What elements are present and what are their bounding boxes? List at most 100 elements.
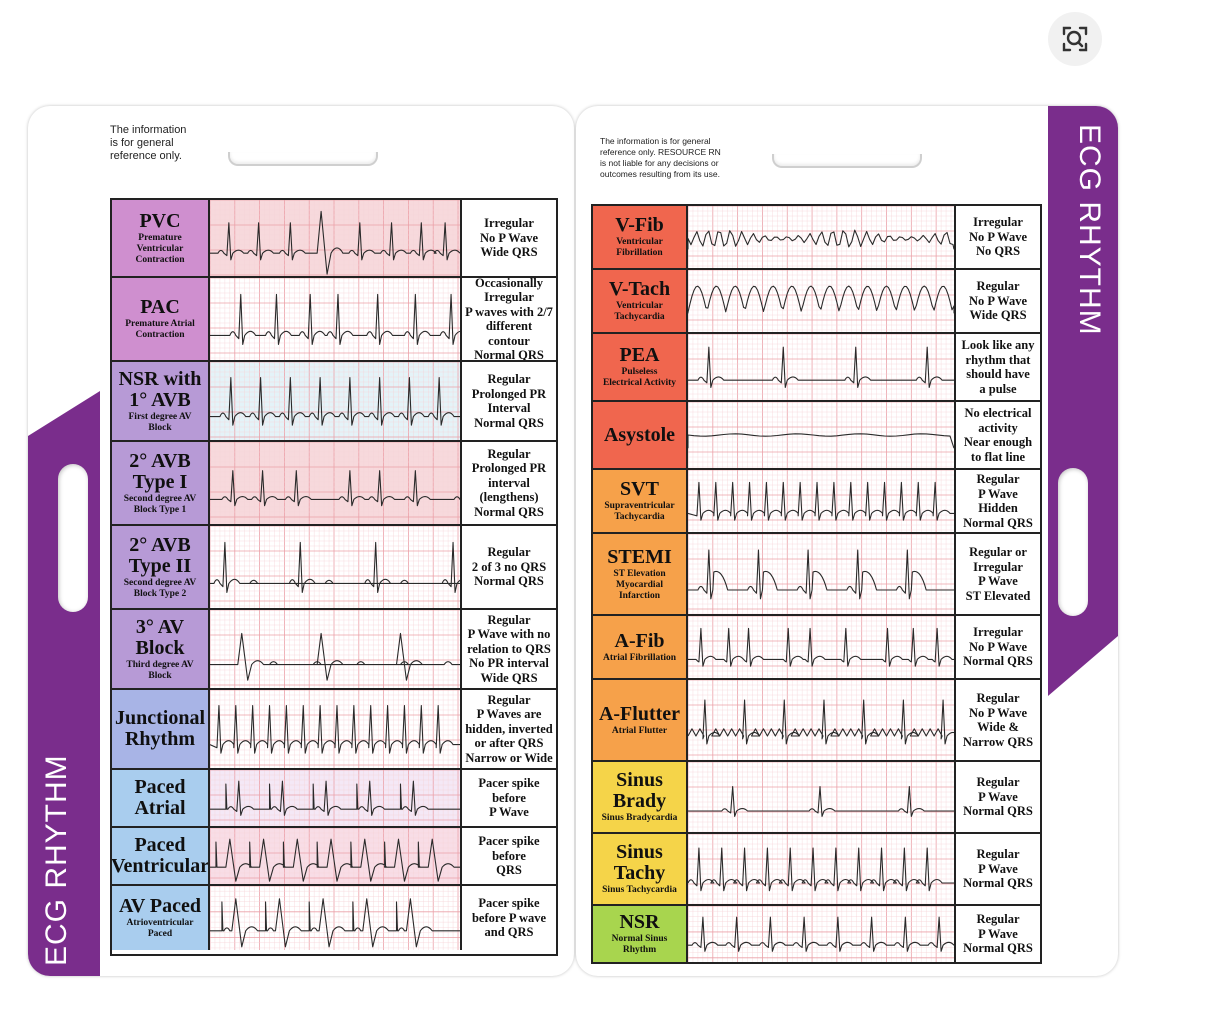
rhythm-name-cell: Paced Ventricular bbox=[112, 828, 210, 884]
rhythm-name: Sinus Tachy bbox=[613, 841, 666, 884]
ecg-trace bbox=[210, 632, 460, 681]
ecg-waveform bbox=[688, 534, 954, 614]
ecg-waveform bbox=[210, 828, 460, 884]
ecg-waveform bbox=[688, 834, 954, 904]
rhythm-description: Look like any rhythm that should have a … bbox=[961, 338, 1035, 396]
grid-background bbox=[210, 278, 460, 360]
ecg-trace bbox=[210, 293, 460, 345]
rhythm-description: Occasionally Irregular P waves with 2/7 … bbox=[465, 278, 553, 360]
ecg-strip bbox=[688, 470, 956, 532]
ecg-trace bbox=[210, 470, 460, 507]
ecg-trace bbox=[210, 377, 460, 426]
rhythm-name-cell: Asystole bbox=[593, 402, 688, 468]
ecg-trace bbox=[688, 481, 954, 521]
rhythm-name: 2° AVB Type I bbox=[129, 449, 191, 493]
ecg-strip bbox=[210, 770, 462, 826]
rhythm-description: Regular P Wave Normal QRS bbox=[963, 912, 1033, 956]
ecg-trace bbox=[688, 285, 954, 314]
rhythm-description: Regular or Irregular P Wave ST Elevated bbox=[965, 545, 1031, 603]
ecg-strip bbox=[210, 610, 462, 688]
grid-background bbox=[210, 828, 460, 884]
disclaimer-text: The information is for general reference… bbox=[110, 124, 187, 162]
ecg-card-left: ECG RHYTHM The information is for genera… bbox=[28, 106, 574, 976]
rhythm-full-name: Premature Ventricular Contraction bbox=[135, 232, 185, 265]
rhythm-description: Pacer spike before P Wave bbox=[478, 776, 540, 820]
ecg-waveform bbox=[210, 200, 460, 276]
rhythm-description: Regular P Wave Normal QRS bbox=[963, 847, 1033, 891]
ecg-strip bbox=[688, 334, 956, 400]
punch-slot bbox=[772, 154, 922, 168]
ecg-trace bbox=[210, 780, 460, 816]
disclaimer-text: The information is for general reference… bbox=[600, 136, 721, 179]
rhythm-full-name: Second degree AV Block Type 2 bbox=[123, 577, 197, 599]
ecg-trace bbox=[688, 699, 954, 745]
rhythm-full-name: Sinus Tachycardia bbox=[602, 885, 677, 895]
ecg-strip bbox=[210, 886, 462, 950]
rhythm-name-cell: Junctional Rhythm bbox=[112, 690, 210, 768]
rhythm-name: 2° AVB Type II bbox=[128, 533, 192, 577]
rhythm-description: Irregular No P Wave No QRS bbox=[968, 215, 1028, 259]
grid-background bbox=[688, 906, 954, 962]
rhythm-full-name: Supraventricular Tachycardia bbox=[604, 501, 675, 522]
rhythm-name: Junctional Rhythm bbox=[114, 707, 206, 750]
rhythm-name: NSR with 1° AVB bbox=[118, 367, 202, 411]
ecg-trace bbox=[688, 627, 954, 667]
grid-background bbox=[210, 770, 460, 826]
ecg-waveform bbox=[688, 906, 954, 962]
ecg-strip bbox=[688, 906, 956, 962]
stripe-title: ECG RHYTHM bbox=[1073, 124, 1106, 336]
rhythm-name: Asystole bbox=[603, 423, 676, 446]
rhythm-description: Regular No P Wave Wide QRS bbox=[968, 279, 1028, 323]
ecg-waveform bbox=[688, 680, 954, 760]
rhythm-name: NSR bbox=[619, 911, 660, 933]
ecg-trace bbox=[688, 549, 954, 600]
rhythm-full-name: Ventricular Fibrillation bbox=[616, 237, 663, 258]
grid-background bbox=[688, 270, 954, 332]
ecg-trace bbox=[688, 785, 954, 817]
ecg-trace bbox=[688, 346, 954, 389]
grid-background bbox=[688, 470, 954, 532]
visual-search-button[interactable] bbox=[1048, 12, 1102, 66]
rhythm-full-name: Second degree AV Block Type 1 bbox=[123, 493, 197, 515]
grid-background bbox=[688, 616, 954, 678]
grid-background bbox=[210, 886, 460, 950]
ecg-waveform bbox=[688, 270, 954, 332]
rhythm-name: AV Paced bbox=[118, 895, 202, 917]
rhythm-name: 3° AV Block bbox=[135, 615, 185, 659]
rhythm-description: Regular P Waves are hidden, inverted or … bbox=[465, 692, 553, 765]
rhythm-description: Regular P Wave with no relation to QRS N… bbox=[467, 612, 551, 685]
ecg-trace bbox=[210, 898, 460, 948]
rhythm-name: PVC bbox=[139, 209, 181, 232]
ecg-waveform bbox=[210, 526, 460, 608]
ecg-waveform bbox=[210, 690, 460, 768]
lanyard-slot bbox=[1058, 468, 1088, 616]
ecg-strip bbox=[688, 834, 956, 904]
ecg-strip bbox=[688, 206, 956, 268]
ecg-trace bbox=[688, 433, 954, 449]
ecg-waveform bbox=[688, 470, 954, 532]
punch-slot bbox=[228, 152, 378, 166]
rhythm-description: Pacer spike before P wave and QRS bbox=[471, 896, 547, 940]
rhythm-name: A-Fib bbox=[614, 629, 665, 652]
ecg-waveform bbox=[210, 362, 460, 440]
